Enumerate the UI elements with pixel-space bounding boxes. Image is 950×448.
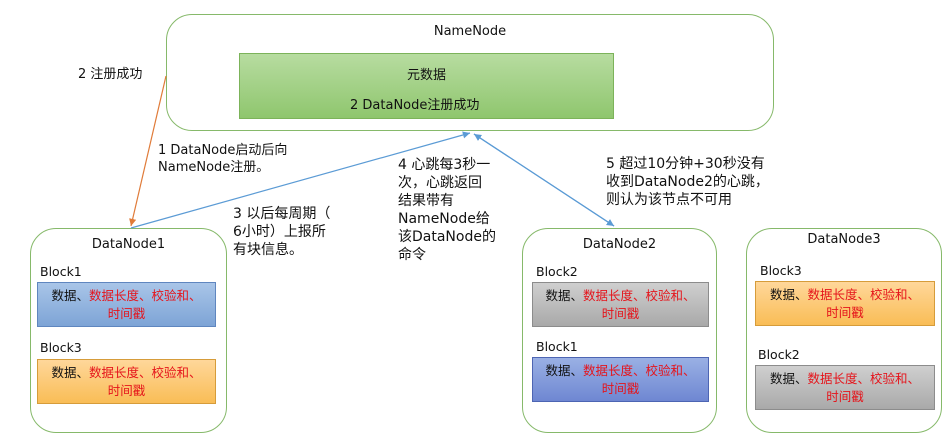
step4-line: 命令 bbox=[398, 247, 426, 263]
step3-line: 3 以后每周期（ bbox=[233, 206, 331, 222]
step3-line: 6小时）上报所 bbox=[233, 224, 326, 240]
step4-line: 结果带有 bbox=[398, 193, 454, 209]
step5-note: 5 超过10分钟+30秒没有 收到DataNode2的心跳， 则认为该节点不可用 bbox=[606, 155, 769, 209]
block-timestamp-text: 时间戳 bbox=[107, 306, 146, 321]
block-meta-text: 数据长度、校验和、 bbox=[807, 287, 921, 302]
heartbeat-arrow-back bbox=[473, 133, 615, 227]
block-timestamp-text: 时间戳 bbox=[826, 389, 864, 404]
block-box: 数据、数据长度、校验和、 时间戳 bbox=[37, 282, 216, 327]
namenode: NameNode 元数据 2 DataNode注册成功 bbox=[166, 14, 774, 131]
step3-note: 3 以后每周期（ 6小时）上报所 有块信息。 bbox=[233, 205, 330, 259]
step4-note: 4 心跳每3秒一 次，心跳返回 结果带有 NameNode给 该DataNode… bbox=[398, 156, 496, 264]
step5-line: 收到DataNode2的心跳， bbox=[606, 174, 769, 190]
datanode-3-title: DataNode3 bbox=[807, 232, 881, 247]
step1-line: NameNode注册。 bbox=[158, 160, 270, 175]
block-timestamp-text: 时间戳 bbox=[826, 305, 864, 320]
namenode-title: NameNode bbox=[433, 24, 507, 39]
block-label: Block2 bbox=[536, 264, 578, 279]
block-meta-text: 数据长度、校验和、 bbox=[583, 288, 696, 303]
step5-line: 5 超过10分钟+30秒没有 bbox=[606, 156, 765, 172]
step3-line: 有块信息。 bbox=[233, 242, 303, 258]
block-data-text: 数据、 bbox=[51, 365, 89, 380]
datanode-3: DataNode3 Block3 数据、数据长度、校验和、 时间戳 Block2… bbox=[746, 228, 942, 433]
register-arrow bbox=[130, 131, 471, 229]
step4-line: 次，心跳返回 bbox=[398, 175, 482, 191]
datanode-2: DataNode2 Block2 数据、数据长度、校验和、 时间戳 Block1… bbox=[522, 228, 717, 433]
block-meta-text: 数据长度、校验和、 bbox=[583, 363, 696, 378]
block-box: 数据、数据长度、校验和、 时间戳 bbox=[37, 359, 216, 404]
block-meta-text: 数据长度、校验和、 bbox=[807, 371, 921, 386]
block-box: 数据、数据长度、校验和、 时间戳 bbox=[532, 357, 709, 402]
step5-line: 则认为该节点不可用 bbox=[606, 192, 732, 208]
datanode-1: DataNode1 Block1 数据、数据长度、校验和、 时间戳 Block3… bbox=[30, 228, 227, 433]
block-data-text: 数据、 bbox=[769, 371, 808, 386]
step1-note: 1 DataNode启动后向 NameNode注册。 bbox=[158, 142, 287, 176]
block-box: 数据、数据长度、校验和、 时间戳 bbox=[532, 282, 709, 327]
block-meta-text: 数据长度、校验和、 bbox=[89, 365, 202, 380]
register-success-text: 2 DataNode注册成功 bbox=[350, 98, 480, 113]
block-data-text: 数据、 bbox=[769, 287, 808, 302]
block-timestamp-text: 时间戳 bbox=[107, 383, 146, 398]
register-success-note: 2 注册成功 bbox=[78, 67, 143, 82]
block-box: 数据、数据长度、校验和、 时间戳 bbox=[755, 365, 935, 410]
block-meta-text: 数据长度、校验和、 bbox=[89, 288, 202, 303]
block-box: 数据、数据长度、校验和、 时间戳 bbox=[755, 281, 935, 326]
datanode-2-title: DataNode2 bbox=[582, 237, 657, 252]
block-timestamp-text: 时间戳 bbox=[601, 381, 640, 396]
step1-line: 1 DataNode启动后向 bbox=[158, 143, 288, 158]
step4-line: NameNode给 bbox=[398, 211, 490, 227]
block-data-text: 数据、 bbox=[545, 288, 583, 303]
step4-line: 该DataNode的 bbox=[398, 229, 496, 245]
metadata-box: 元数据 2 DataNode注册成功 bbox=[239, 53, 614, 119]
block-label: Block3 bbox=[40, 340, 82, 355]
block-label: Block1 bbox=[536, 339, 578, 354]
block-label: Block3 bbox=[760, 263, 802, 278]
block-label: Block1 bbox=[40, 264, 82, 279]
metadata-label: 元数据 bbox=[406, 68, 446, 83]
datanode-1-title: DataNode1 bbox=[91, 237, 166, 252]
block-data-text: 数据、 bbox=[545, 363, 583, 378]
block-label: Block2 bbox=[758, 347, 800, 362]
block-data-text: 数据、 bbox=[51, 288, 89, 303]
register-success-arrow bbox=[129, 75, 167, 227]
block-timestamp-text: 时间戳 bbox=[601, 306, 640, 321]
step4-line: 4 心跳每3秒一 bbox=[398, 157, 491, 173]
